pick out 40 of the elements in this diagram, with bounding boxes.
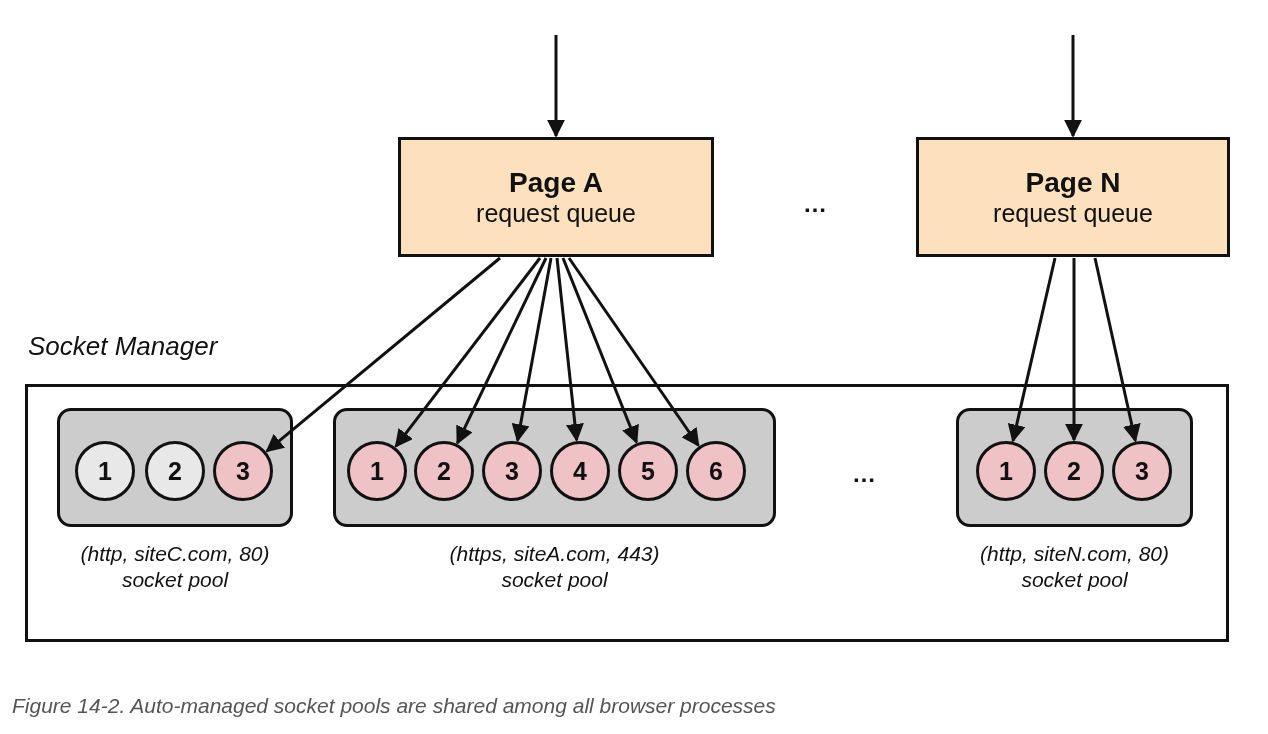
pool-caption: (http, siteC.com, 80) socket pool [79,541,271,594]
arrow [547,35,565,138]
panel-heading: Socket Manager [28,331,218,362]
socket-circle: 3 [482,441,542,501]
arrow [1065,258,1083,442]
page-title: Page A [509,166,603,199]
ellipsis-label: … [852,460,876,488]
page-title: Page N [1025,166,1121,199]
arrow [555,257,584,442]
arrow [567,257,700,447]
figure-caption: Figure 14-2. Auto-managed socket pools are shared among all browser processes [12,694,776,718]
socket-circle: 3 [1112,441,1172,501]
socket-circle: 2 [145,441,205,501]
arrow [511,257,553,443]
socket-circle: 1 [976,441,1036,501]
socket-circle: 5 [618,441,678,501]
socket-circle: 1 [347,441,407,501]
arrow [394,257,542,448]
queue-label: request queue [476,198,636,228]
socket-circle: 2 [1044,441,1104,501]
arrow [1007,257,1057,443]
pool-caption: (http, siteN.com, 80) socket pool [978,541,1171,594]
socket-pool-box [57,408,293,527]
request-queue-box [398,137,714,257]
arrow [265,256,501,453]
socket-pool-box [956,408,1193,527]
arrow [456,257,548,445]
request-queue-box [916,137,1230,257]
socket-circle: 2 [414,441,474,501]
socket-pool-box [333,408,776,527]
arrow [1064,35,1082,138]
ellipsis-label: … [803,190,827,218]
queue-label: request queue [993,198,1153,228]
arrow [561,257,639,444]
socket-circle: 6 [686,441,746,501]
socket-circle: 4 [550,441,610,501]
arrow [1093,257,1141,443]
socket-circle: 3 [213,441,273,501]
pool-caption: (https, siteA.com, 443) socket pool [448,541,661,594]
socket-circle: 1 [75,441,135,501]
